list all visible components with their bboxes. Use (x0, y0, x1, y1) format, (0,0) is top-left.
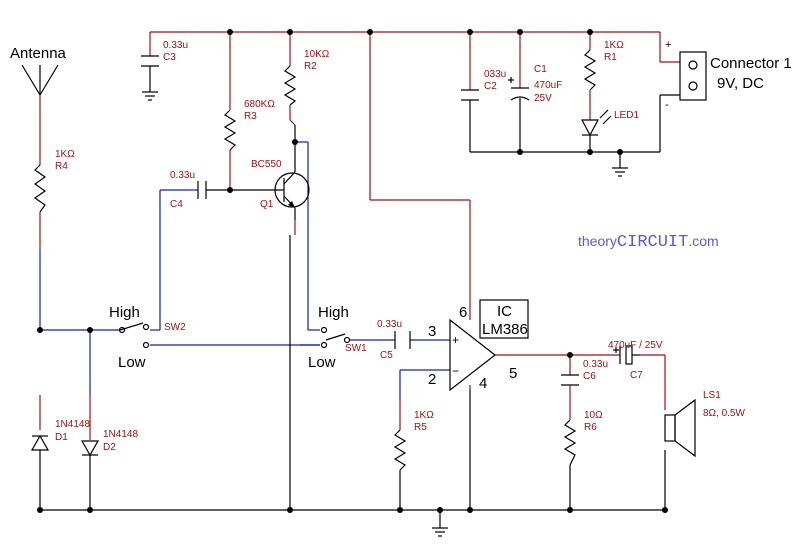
connector-icon (679, 51, 707, 101)
capacitor-c3 (141, 55, 159, 67)
sw1-high: High (318, 304, 349, 321)
ground-wires (39, 66, 680, 528)
resistor-r5 (393, 429, 407, 471)
capacitor-c1 (508, 77, 530, 101)
pin-2: 2 (428, 371, 436, 388)
q1-label: Q1 (260, 199, 274, 210)
sw1-label: SW1 (345, 343, 367, 354)
resistor-r2 (283, 65, 297, 106)
r2-value: 10KΩ (304, 49, 330, 60)
ls1-value: 8Ω, 0.5W (703, 408, 745, 419)
d2-part: 1N4148 (103, 429, 138, 440)
antenna-icon (21, 64, 59, 96)
pin-6: 6 (459, 304, 467, 321)
r5-label: R5 (414, 422, 427, 433)
c1-value: 470uF (534, 80, 562, 91)
q1-part: BC550 (251, 159, 282, 170)
d1-label: D1 (55, 432, 68, 443)
ground-c3-icon (142, 91, 158, 101)
junction-dots (37, 29, 668, 513)
led1-label: LED1 (614, 110, 639, 121)
pin-3: 3 (428, 323, 436, 340)
r2-label: R2 (304, 61, 317, 72)
c5-value: 0.33u (377, 319, 402, 330)
supply-wires (39, 31, 680, 440)
r5-value: 1KΩ (414, 410, 434, 421)
c2-value: 033u (484, 69, 506, 80)
diode-d2 (80, 440, 100, 462)
ls1-label: LS1 (703, 390, 721, 401)
c2-label: C2 (484, 81, 497, 92)
brand-watermark: theoryCIRCUIT.com (578, 233, 719, 252)
connector-label: Connector 1 (710, 55, 792, 72)
ic-label: IC (497, 303, 512, 320)
r4-value: 1KΩ (55, 149, 75, 160)
switch-sw2[interactable] (118, 322, 150, 349)
switch-sw1[interactable] (320, 326, 351, 349)
resistor-r6 (563, 419, 577, 466)
c3-label: C3 (163, 52, 176, 63)
r1-value: 1KΩ (604, 40, 624, 51)
c4-value: 0.33u (170, 170, 195, 181)
connector-spec: 9V, DC (717, 75, 764, 92)
speaker-icon (664, 398, 696, 458)
sw1-low: Low (308, 354, 336, 371)
sw2-label: SW2 (164, 322, 186, 333)
sw2-high: High (109, 304, 140, 321)
capacitor-c4 (190, 181, 280, 199)
c3-value: 0.33u (163, 40, 188, 51)
connector-plus: + (665, 39, 671, 51)
resistor-r3 (223, 109, 237, 151)
capacitor-c5 (394, 331, 411, 349)
c1-label: C1 (534, 64, 547, 75)
amplifier-ic (449, 299, 529, 392)
connector-minus: - (665, 99, 669, 111)
c4-label: C4 (170, 199, 183, 210)
signal-wires (39, 141, 471, 400)
r4-label: R4 (55, 161, 68, 172)
ground-led-icon (612, 167, 628, 177)
sw2-low: Low (118, 354, 146, 371)
pin-5: 5 (509, 365, 517, 382)
resistor-r1 (583, 49, 597, 91)
capacitor-c7 (613, 345, 640, 365)
led-icon (581, 109, 612, 137)
ground-main-icon (432, 527, 448, 537)
d1-part: 1N4148 (55, 419, 90, 430)
c6-value: 0.33u (583, 359, 608, 370)
pin-4: 4 (479, 375, 487, 392)
r3-label: R3 (244, 111, 257, 122)
capacitor-c2 (461, 89, 479, 101)
c1-voltage: 25V (534, 93, 552, 104)
transistor-q1 (274, 125, 310, 220)
c6-label: C6 (583, 371, 596, 382)
c7-value: 470uF / 25V (608, 340, 663, 351)
c5-label: C5 (380, 350, 393, 361)
diode-d1 (30, 434, 50, 460)
opamp-minus: − (452, 364, 459, 378)
r1-label: R1 (604, 52, 617, 63)
opamp-plus: + (452, 333, 459, 347)
r3-value: 680KΩ (244, 99, 275, 110)
r6-value: 10Ω (584, 410, 603, 421)
capacitor-c6 (561, 374, 579, 395)
resistor-r4 (33, 164, 47, 213)
ic-part: LM386 (482, 321, 528, 338)
d2-label: D2 (103, 442, 116, 453)
r6-label: R6 (584, 422, 597, 433)
antenna-label: Antenna (10, 45, 67, 62)
c7-label: C7 (630, 370, 643, 381)
